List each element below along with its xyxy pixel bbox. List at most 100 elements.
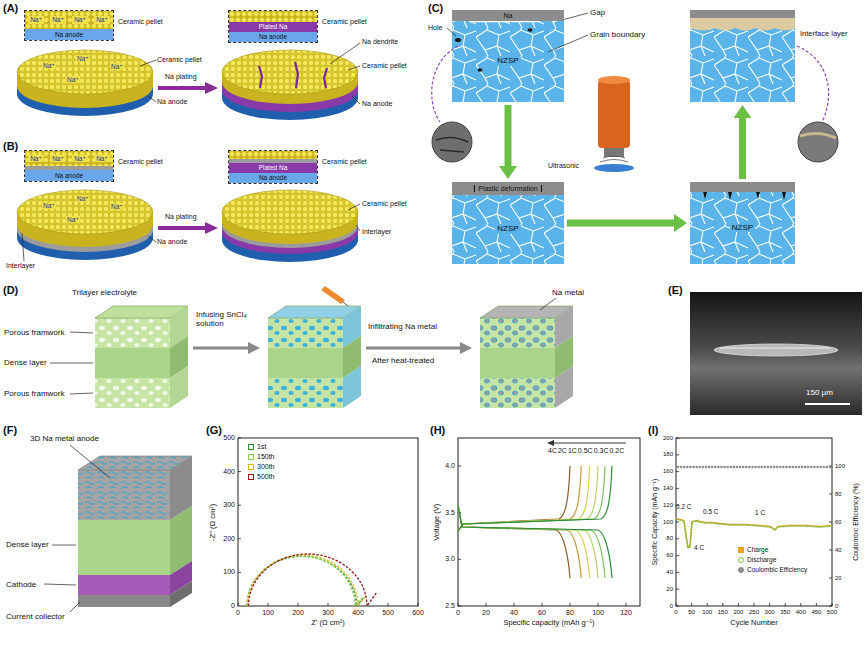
node-box: NZSP xyxy=(690,182,795,264)
process-arrow xyxy=(567,214,687,232)
panel-letter: (G) xyxy=(206,424,222,437)
part-label: Dense layer xyxy=(4,358,47,367)
legend-text: Coulombic Efficiency xyxy=(747,566,807,573)
tick-label: 0 xyxy=(456,609,460,617)
arrow-head xyxy=(499,166,517,179)
illustration-part xyxy=(676,519,832,548)
illustration-part xyxy=(366,347,462,350)
tick-label: 150 xyxy=(718,609,728,616)
tick-label: 300 xyxy=(322,609,334,617)
tick-label: 200 xyxy=(663,435,673,442)
node-box: NaNZSP xyxy=(452,10,564,102)
node-text: Na⁺ xyxy=(94,155,110,162)
node-box: Na⁺Na⁺Na⁺Na⁺Na anode xyxy=(24,10,114,41)
illustration-part xyxy=(690,292,862,415)
part-label: Na dendrite xyxy=(362,38,398,46)
rate-label: 0.5 C xyxy=(703,508,719,515)
illustration-part xyxy=(170,581,192,607)
illustration-part xyxy=(703,192,786,200)
illustration-part xyxy=(247,556,364,606)
rate-label: 0.2 C xyxy=(676,503,692,510)
illustration-part xyxy=(460,342,472,354)
ultrasonic-panel xyxy=(432,10,838,264)
legend-text: 150th xyxy=(257,453,275,461)
legend-marker xyxy=(248,474,254,480)
node-box: Plated NaNa anode xyxy=(228,10,318,43)
illustration-part xyxy=(555,366,573,408)
axis-title: Specific capacity (mAh g⁻¹) xyxy=(503,619,594,628)
tick-label: 300 xyxy=(765,609,775,616)
illustration-part xyxy=(690,182,795,192)
process-arrow xyxy=(734,105,752,179)
tick-label: 120 xyxy=(663,502,673,509)
voltage-chart xyxy=(458,438,640,606)
node-band xyxy=(229,151,317,159)
illustration-part xyxy=(690,10,795,102)
panel-letter: (B) xyxy=(3,140,18,153)
tick-label: 450 xyxy=(811,609,821,616)
tick-label: 200 xyxy=(292,609,304,617)
tick-label: 60 xyxy=(538,609,546,617)
arrow-head xyxy=(674,214,687,232)
tick-label: 200 xyxy=(223,535,235,543)
illustration-part xyxy=(222,50,358,120)
legend-marker xyxy=(248,444,254,450)
illustration-part xyxy=(690,182,795,264)
illustration-part xyxy=(598,76,630,84)
part-label: Grain boundary xyxy=(590,30,645,39)
legend-marker xyxy=(738,567,744,573)
illustration-part xyxy=(452,10,564,21)
ion-label: Na⁺ xyxy=(76,55,90,62)
illustration-part xyxy=(690,182,795,264)
node-text: NZSP xyxy=(730,224,755,233)
pellet-panels xyxy=(17,43,360,262)
part-label: Na plating xyxy=(165,213,197,221)
rate-label: 2C xyxy=(558,447,567,455)
legend-marker xyxy=(738,547,744,553)
part-label: 150 μm xyxy=(806,388,833,397)
illustration-part xyxy=(480,348,555,378)
illustration-part xyxy=(193,347,250,350)
axis-title: Z' (Ω cm²) xyxy=(311,619,344,628)
tick-label: 500 xyxy=(827,609,837,616)
ion-label: Na⁺ xyxy=(66,76,80,83)
tick-label: 80 xyxy=(835,491,842,498)
panel-letter: (H) xyxy=(430,424,445,437)
arrow-shaft xyxy=(739,117,746,179)
illustration-part xyxy=(22,43,360,261)
part-label: Ceramic pellet xyxy=(322,18,367,26)
part-label: Porous framwork xyxy=(4,389,64,398)
node-box: Na⁺Na⁺Na⁺Na⁺Na anode xyxy=(24,150,114,182)
illustration-part xyxy=(321,286,345,304)
trilayer-panel xyxy=(50,286,573,408)
legend-text: Discharge xyxy=(747,556,776,563)
illustration-part xyxy=(78,520,170,575)
tick-label: 400 xyxy=(352,609,364,617)
node-box: Interface layer xyxy=(690,10,795,102)
node-box: Plastic deformationNZSP xyxy=(452,182,564,264)
illustration-part xyxy=(17,190,153,260)
tick-label: 300 xyxy=(223,501,235,509)
node-band: Na anode xyxy=(25,170,113,181)
ion-label: Na⁺ xyxy=(110,203,124,210)
illustration-part xyxy=(598,80,630,148)
tick-label: 80 xyxy=(566,609,574,617)
node-text: Na⁺ xyxy=(72,16,88,23)
illustration-part xyxy=(458,466,612,578)
illustration-part xyxy=(676,438,832,606)
process-arrow xyxy=(499,105,517,179)
tick-label: 140 xyxy=(663,485,673,492)
arrow-head xyxy=(734,105,752,118)
illustration-part xyxy=(478,68,483,72)
tick-label: 0 xyxy=(236,609,240,617)
tick-label: 600 xyxy=(412,609,424,617)
part-label: 3D Na metal anode xyxy=(30,434,99,443)
tick-label: 40 xyxy=(510,609,518,617)
node-band: Na xyxy=(452,10,564,21)
illustration-part xyxy=(78,575,170,595)
illustration-part xyxy=(678,466,831,469)
illustration-part xyxy=(248,555,366,606)
node-band: Plastic deformation xyxy=(452,182,564,195)
tick-label: 100 xyxy=(835,463,845,470)
